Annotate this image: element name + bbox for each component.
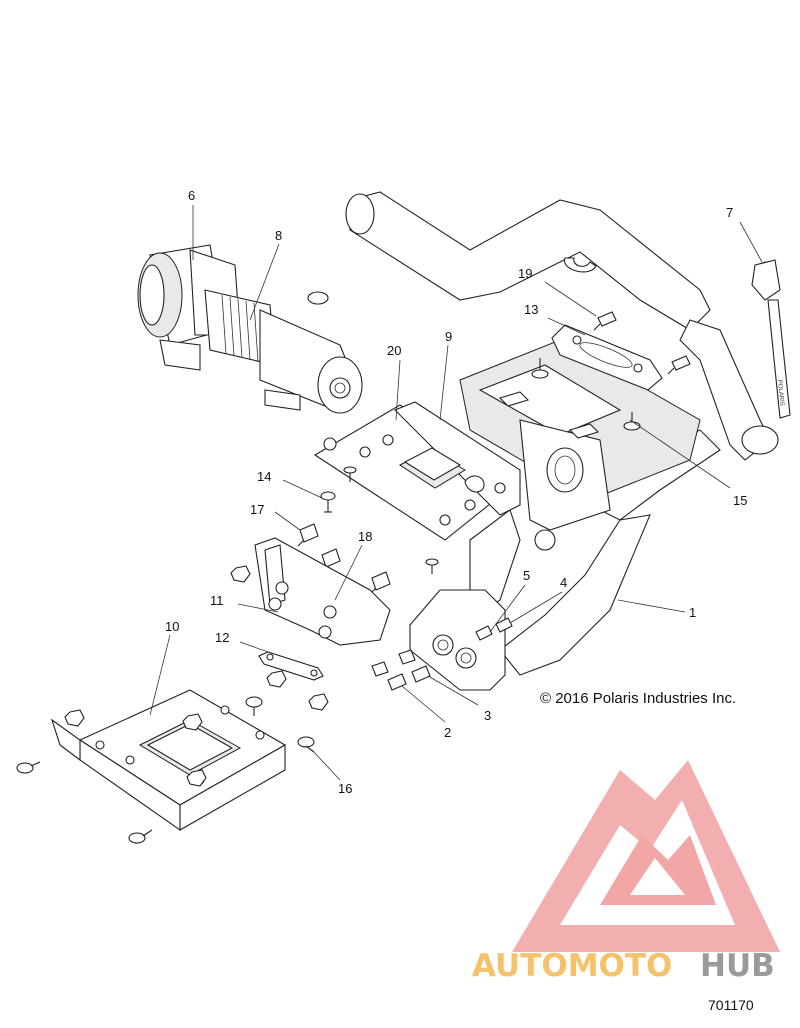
winch-mount-plate <box>313 401 521 541</box>
callout-14: 14 <box>257 469 271 484</box>
callout-3: 3 <box>484 708 491 723</box>
document-number: 701170 <box>708 997 754 1013</box>
bolt <box>369 571 391 595</box>
bolt <box>343 466 357 482</box>
callout-10: 10 <box>165 619 179 634</box>
watermark-text-auto-moto: AUTOMOTO <box>472 948 672 984</box>
bolt <box>245 696 263 716</box>
watermark-logo <box>512 760 780 952</box>
callout-1: 1 <box>689 605 696 620</box>
callout-5: 5 <box>523 568 530 583</box>
bolt <box>323 437 337 451</box>
bolt <box>371 661 389 677</box>
callout-16: 16 <box>338 781 352 796</box>
bolt-17 <box>297 523 319 547</box>
callout-13: 13 <box>524 302 538 317</box>
nut <box>186 769 207 787</box>
side-plate <box>409 589 506 691</box>
callout-17: 17 <box>250 502 264 517</box>
nut <box>182 713 203 731</box>
lower-mount-plate <box>50 689 287 832</box>
callout-9: 9 <box>445 329 452 344</box>
carriage-bolt <box>128 829 153 844</box>
watermark-text-hub: HUB <box>700 948 775 984</box>
fairlead <box>551 324 663 391</box>
fairlead-bolt <box>667 355 691 375</box>
callout-7: 7 <box>726 205 733 220</box>
mount-bracket <box>254 537 391 646</box>
bolt <box>425 558 439 574</box>
callout-12: 12 <box>215 630 229 645</box>
svg-text:POLARIS: POLARIS <box>776 380 785 407</box>
callout-18: 18 <box>358 529 372 544</box>
callout-2: 2 <box>444 725 451 740</box>
callout-4: 4 <box>560 575 567 590</box>
carriage-bolt <box>16 761 41 774</box>
callout-20: 20 <box>387 343 401 358</box>
nut <box>64 709 85 727</box>
callout-19: 19 <box>518 266 532 281</box>
bolt <box>398 649 416 665</box>
callout-15: 15 <box>733 493 747 508</box>
bolt-14 <box>320 491 336 513</box>
copyright-notice: © 2016 Polaris Industries Inc. <box>540 690 736 707</box>
leader-lines <box>149 205 763 781</box>
callout-8: 8 <box>275 228 282 243</box>
nut <box>308 693 329 711</box>
winch <box>137 244 363 414</box>
bolt-4 <box>475 617 513 641</box>
fairlead-bolt <box>593 311 617 331</box>
strap-plate <box>258 651 324 681</box>
callout-6: 6 <box>188 188 195 203</box>
bolt-3 <box>411 665 431 683</box>
callout-11: 11 <box>210 593 224 608</box>
nut <box>266 670 287 688</box>
bolt-2 <box>387 673 407 691</box>
winch-hook-strap: POLARIS <box>751 259 791 419</box>
bolt-16 <box>297 736 315 753</box>
nut <box>230 565 251 583</box>
bumper-frame <box>345 191 779 676</box>
